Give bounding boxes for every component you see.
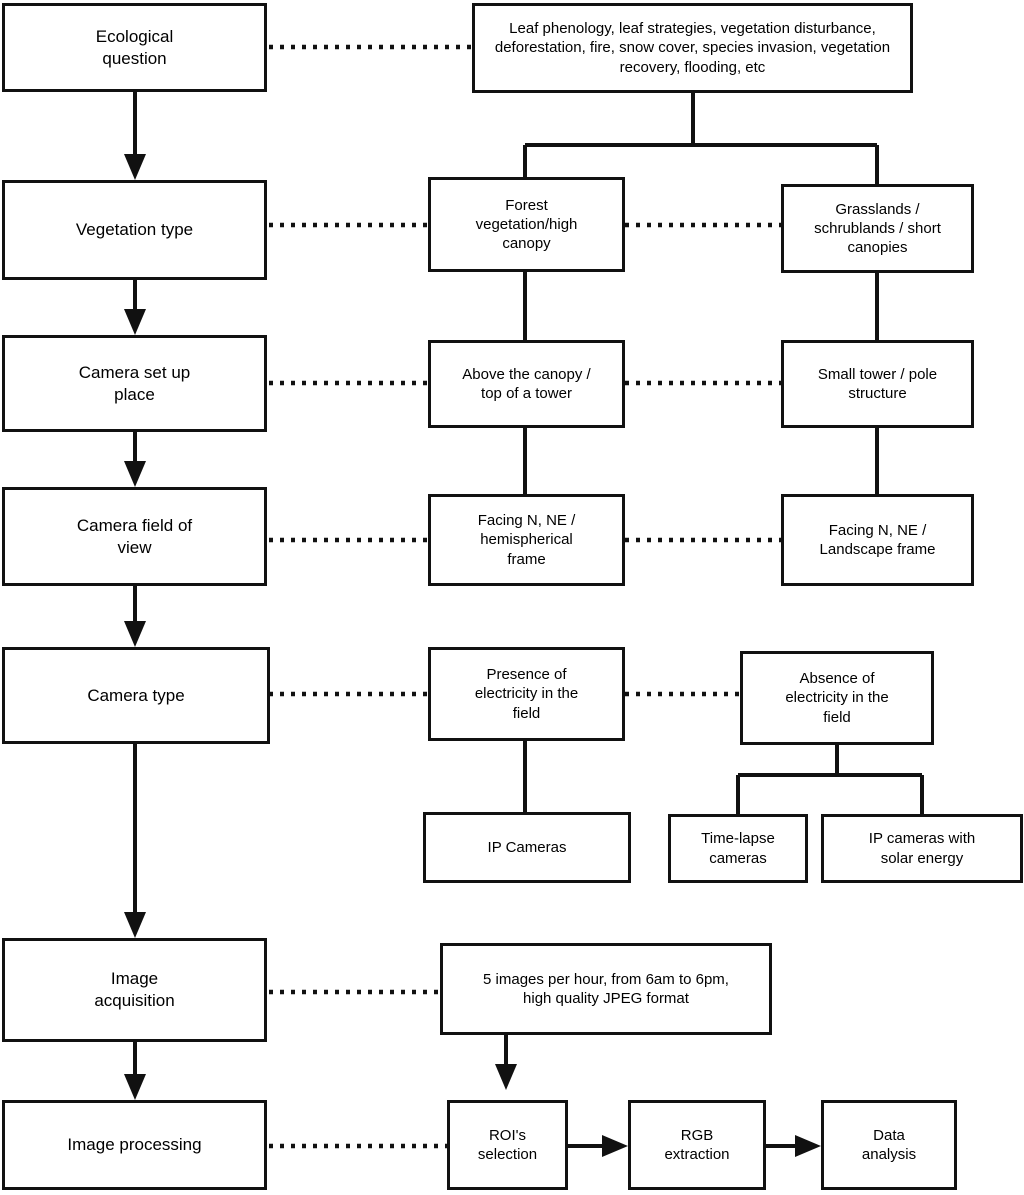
node-vegetation-type[interactable]: Vegetation type (2, 180, 267, 280)
branch-absence-to-devices (736, 745, 924, 814)
arrow-rgb-to-data (766, 1135, 821, 1157)
arrow-setup-to-fov (124, 432, 146, 487)
node-camera-set-up-place[interactable]: Camera set up place (2, 335, 267, 432)
node-grasslands-shrublands[interactable]: Grasslands / schrublands / short canopie… (781, 184, 974, 273)
node-roi-selection[interactable]: ROI's selection (447, 1100, 568, 1190)
node-ecological-question-examples[interactable]: Leaf phenology, leaf strategies, vegetat… (472, 3, 913, 93)
node-landscape-frame[interactable]: Facing N, NE / Landscape frame (781, 494, 974, 586)
node-image-processing[interactable]: Image processing (2, 1100, 267, 1190)
node-time-lapse-cameras[interactable]: Time-lapse cameras (668, 814, 808, 883)
node-image-acquisition[interactable]: Image acquisition (2, 938, 267, 1042)
arrow-ecological-to-vegetation (124, 92, 146, 180)
node-camera-field-of-view[interactable]: Camera field of view (2, 487, 267, 586)
node-ecological-question[interactable]: Ecological question (2, 3, 267, 92)
arrow-note-to-roi (495, 1035, 517, 1090)
node-rgb-extraction[interactable]: RGB extraction (628, 1100, 766, 1190)
node-above-the-canopy[interactable]: Above the canopy / top of a tower (428, 340, 625, 428)
arrow-acquisition-to-processing (124, 1042, 146, 1100)
node-ip-cameras-solar[interactable]: IP cameras with solar energy (821, 814, 1023, 883)
node-image-acquisition-note[interactable]: 5 images per hour, from 6am to 6pm, high… (440, 943, 772, 1035)
arrow-roi-to-rgb (568, 1135, 628, 1157)
node-camera-type[interactable]: Camera type (2, 647, 270, 744)
node-data-analysis[interactable]: Data analysis (821, 1100, 957, 1190)
arrow-fov-to-cameratype (124, 586, 146, 647)
arrow-cameratype-to-acquisition (124, 744, 146, 938)
node-presence-of-electricity[interactable]: Presence of electricity in the field (428, 647, 625, 741)
branch-examples-to-vegetation-options (523, 93, 879, 184)
node-small-tower-pole[interactable]: Small tower / pole structure (781, 340, 974, 428)
arrow-vegetation-to-setup (124, 280, 146, 335)
node-hemispherical-frame[interactable]: Facing N, NE / hemispherical frame (428, 494, 625, 586)
node-forest-vegetation[interactable]: Forest vegetation/high canopy (428, 177, 625, 272)
node-absence-of-electricity[interactable]: Absence of electricity in the field (740, 651, 934, 745)
node-ip-cameras[interactable]: IP Cameras (423, 812, 631, 883)
